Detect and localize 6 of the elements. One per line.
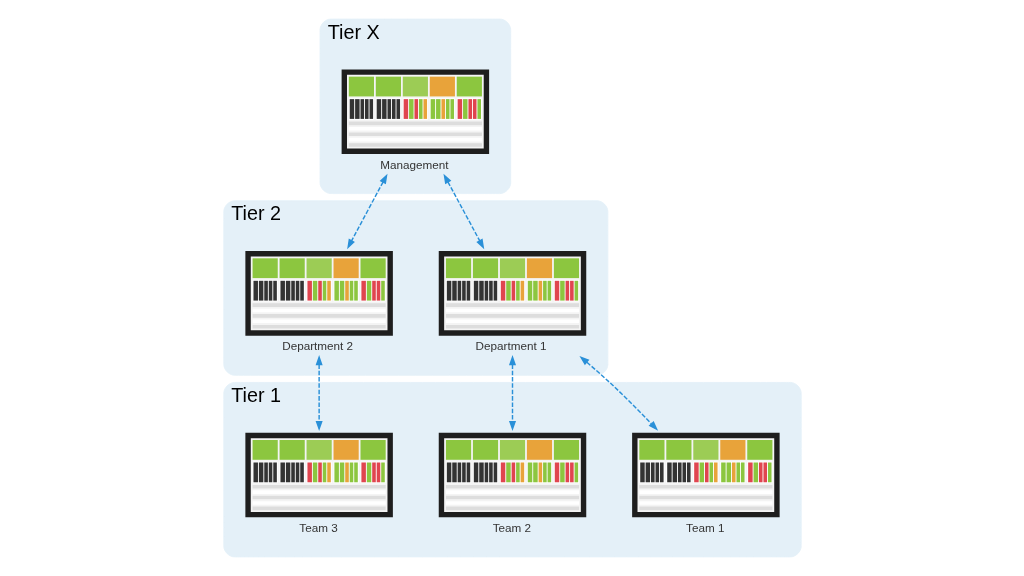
node-label: Department 1	[475, 339, 546, 353]
node-label: Management	[379, 157, 449, 171]
node-label: Team 3	[298, 521, 338, 535]
node-label: Department 2	[281, 339, 353, 353]
node-label: Team 2	[492, 521, 531, 535]
node-label: Team 1	[685, 521, 724, 535]
